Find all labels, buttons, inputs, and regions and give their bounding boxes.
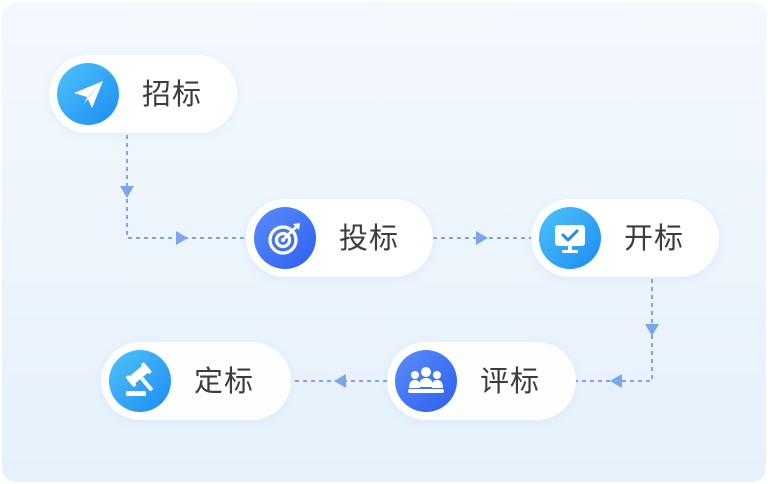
step-zhaobiao[interactable]: 招标 — [49, 55, 237, 133]
step-toubiao[interactable]: 投标 — [246, 199, 433, 277]
arrow-head-right-1 — [176, 231, 188, 245]
step-label: 招标 — [142, 77, 203, 111]
step-label: 投标 — [339, 221, 400, 255]
step-label: 评标 — [480, 364, 541, 398]
step-label: 定标 — [194, 364, 255, 398]
arrow-head-down-1 — [120, 186, 134, 198]
arrow-head-right-2 — [476, 231, 488, 245]
arrow-head-left-1 — [610, 374, 622, 388]
paper-plane-icon — [57, 63, 119, 125]
connector-zhaobiao-toubiao — [126, 135, 248, 239]
arrow-head-down-2 — [645, 324, 659, 336]
meeting-icon — [395, 350, 457, 412]
step-dingbiao[interactable]: 定标 — [101, 342, 291, 420]
gavel-icon — [109, 350, 171, 412]
target-icon — [254, 207, 316, 269]
step-kaibiao[interactable]: 开标 — [531, 199, 719, 277]
step-pingbiao[interactable]: 评标 — [387, 342, 576, 420]
monitor-check-icon — [539, 207, 601, 269]
step-label: 开标 — [624, 221, 685, 255]
connector-kaibiao-pingbiao — [576, 279, 653, 382]
arrow-head-left-2 — [334, 374, 346, 388]
